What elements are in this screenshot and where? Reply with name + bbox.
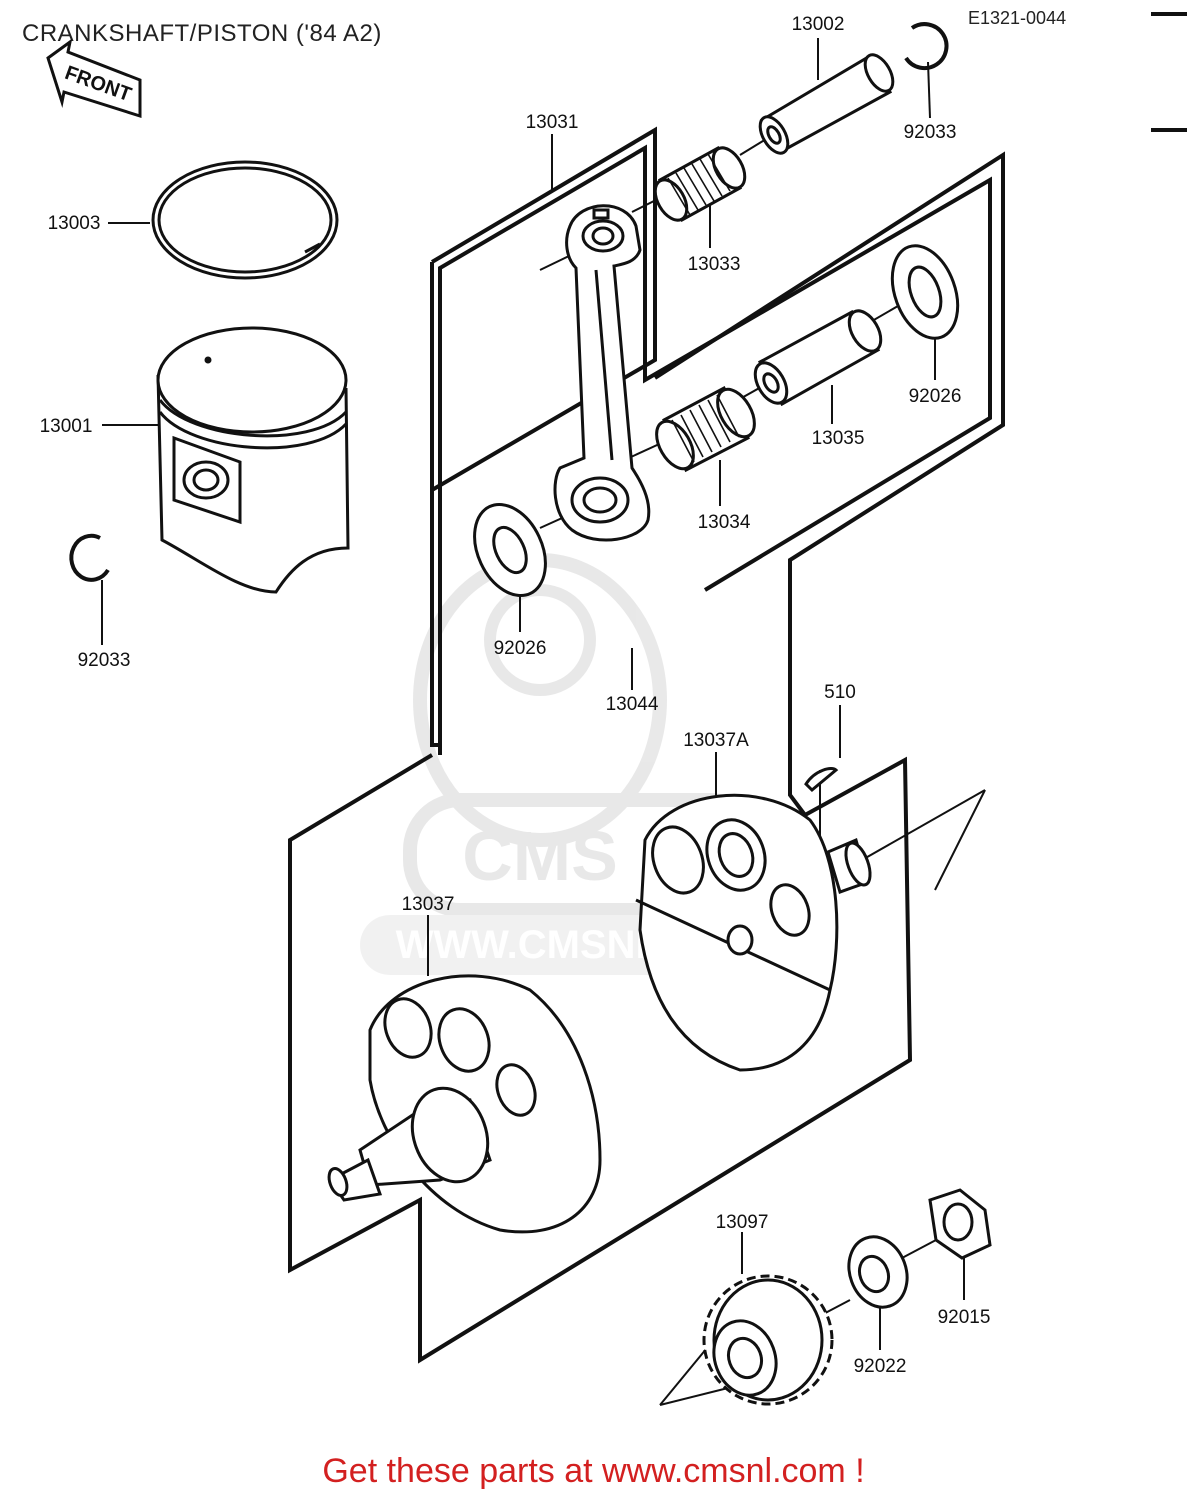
big-end-bearing [655,385,756,473]
crankshaft-frame-outer [288,151,1005,1364]
piston-pin [758,53,895,155]
crank-pin [753,309,883,407]
piston-ring [151,160,339,280]
part-label-13035: 13035 [812,428,865,449]
woodruff-key [804,767,839,793]
part-label-13003: 13003 [48,213,101,234]
part-label-13044: 13044 [606,694,659,715]
part-label-13097: 13097 [716,1212,769,1233]
right-crank-half [635,793,872,1072]
page-title: CRANKSHAFT/PISTON ('84 A2) [22,20,382,47]
part-label-13033: 13033 [688,254,741,275]
part-label-13037: 13037 [402,894,455,915]
piston [156,326,350,594]
svg-text:CMS: CMS [462,817,618,895]
assembly-brackets [288,126,1005,1364]
small-end-bearing [653,145,747,223]
part-label-92033-top: 92033 [904,122,957,143]
part-label-92015: 92015 [938,1307,991,1328]
part-label-13002: 13002 [792,14,845,35]
connecting-rod [553,204,651,542]
edge-mark-top [1151,12,1187,16]
bearing-assembly-bracket [430,144,992,747]
part-label-92022: 92022 [854,1356,907,1377]
edge-mark-bottom [1151,128,1187,132]
circlip-top [904,22,949,71]
left-crank-half [327,974,602,1234]
washer [847,1235,909,1309]
part-label-92026-right: 92026 [909,386,962,407]
part-label-510: 510 [824,682,856,703]
primary-gear [702,1274,834,1406]
part-label-13001: 13001 [40,416,93,437]
thrust-washer-right [890,244,960,340]
nut [928,1188,992,1260]
part-label-92033-left: 92033 [78,650,131,671]
front-arrow-icon: FRONT [46,38,142,119]
circlip-left [69,533,110,582]
part-label-92026-left: 92026 [494,638,547,659]
part-label-13034: 13034 [698,512,751,533]
part-label-13037A: 13037A [683,730,749,751]
part-label-13031: 13031 [526,112,579,133]
part-labels: 13002 92033 13031 13003 13033 13001 9202… [40,14,991,1377]
diagram-code: E1321-0044 [968,8,1067,28]
thrust-washer-left [473,502,547,598]
footer-link-text[interactable]: Get these parts at www.cmsnl.com ! [322,1452,865,1490]
